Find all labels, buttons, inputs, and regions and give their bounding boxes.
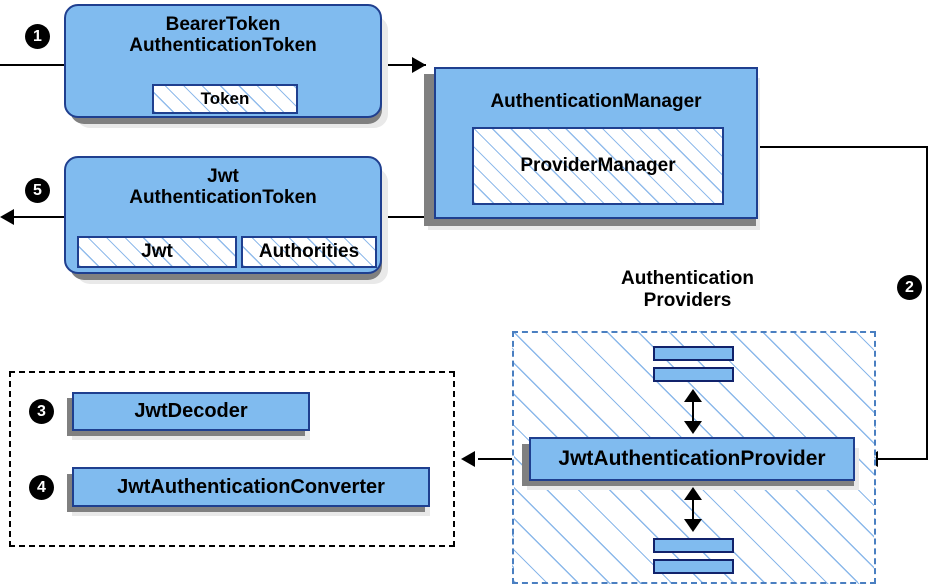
provider-bar-bottom-2 [653,559,734,574]
connector-incoming-request [0,64,72,66]
step-badge-4: 4 [29,475,54,500]
step-badge-5-label: 5 [33,181,42,199]
connector-provider-to-helpers [478,458,526,460]
connector-bearer-to-manager [382,64,426,66]
chip-jwt: Jwt [77,236,237,268]
connector-manager-to-provider-bottom [864,458,928,460]
node-jwt-authentication-converter[interactable]: JwtAuthenticationConverter [72,467,430,507]
step-badge-2: 2 [897,275,922,300]
connector-manager-to-provider-vertical [926,146,928,459]
jwt-helpers-container [9,371,455,547]
provider-arrow-shaft-top [692,396,694,426]
chip-token: Token [152,84,298,114]
chip-authorities: Authorities [241,236,377,268]
step-badge-1-label: 1 [33,27,42,45]
chip-provider-manager-label: ProviderManager [520,155,676,176]
provider-arrow-up-top [684,389,702,402]
chip-provider-manager: ProviderManager [472,127,724,205]
connector-manager-to-jwt-token [382,216,434,218]
provider-arrow-down-top [684,421,702,434]
step-badge-3: 3 [29,399,54,424]
bearer-token-title: BearerToken AuthenticationToken [129,14,317,57]
chip-authorities-label: Authorities [258,241,360,262]
arrowhead-outgoing-response [0,209,14,225]
step-badge-3-label: 3 [37,402,46,420]
step-badge-5: 5 [25,178,50,203]
step-badge-2-label: 2 [905,278,914,296]
jwt-decoder-label: JwtDecoder [134,400,248,422]
node-jwt-authentication-token[interactable]: Jwt AuthenticationToken Jwt Authorities [64,156,382,274]
node-bearer-token-authentication-token[interactable]: BearerToken AuthenticationToken Token [64,4,382,118]
step-badge-4-label: 4 [37,478,46,496]
provider-bar-top-1 [653,346,734,361]
provider-bar-bottom-1 [653,538,734,553]
provider-bar-top-2 [653,367,734,382]
authentication-providers-label: Authentication Providers [621,268,754,311]
node-jwt-decoder[interactable]: JwtDecoder [72,392,310,431]
provider-arrow-up-bottom [684,487,702,500]
provider-arrow-shaft-bottom [692,494,694,524]
chip-jwt-label: Jwt [141,241,173,262]
jwt-authentication-provider-label: JwtAuthenticationProvider [558,447,826,470]
arrowhead-bearer-to-manager [412,57,426,73]
jwt-authentication-token-title: Jwt AuthenticationToken [129,166,317,209]
provider-arrow-down-bottom [684,519,702,532]
node-authentication-manager[interactable]: AuthenticationManager ProviderManager [434,67,758,219]
chip-token-label: Token [200,89,250,108]
connector-manager-to-provider-top [758,146,928,148]
jwt-authentication-converter-label: JwtAuthenticationConverter [117,475,385,498]
node-jwt-authentication-provider[interactable]: JwtAuthenticationProvider [529,437,855,481]
authentication-manager-title: AuthenticationManager [490,91,702,112]
arrowhead-provider-to-helpers [461,451,475,467]
connector-outgoing-response [14,216,74,218]
step-badge-1: 1 [25,24,50,49]
